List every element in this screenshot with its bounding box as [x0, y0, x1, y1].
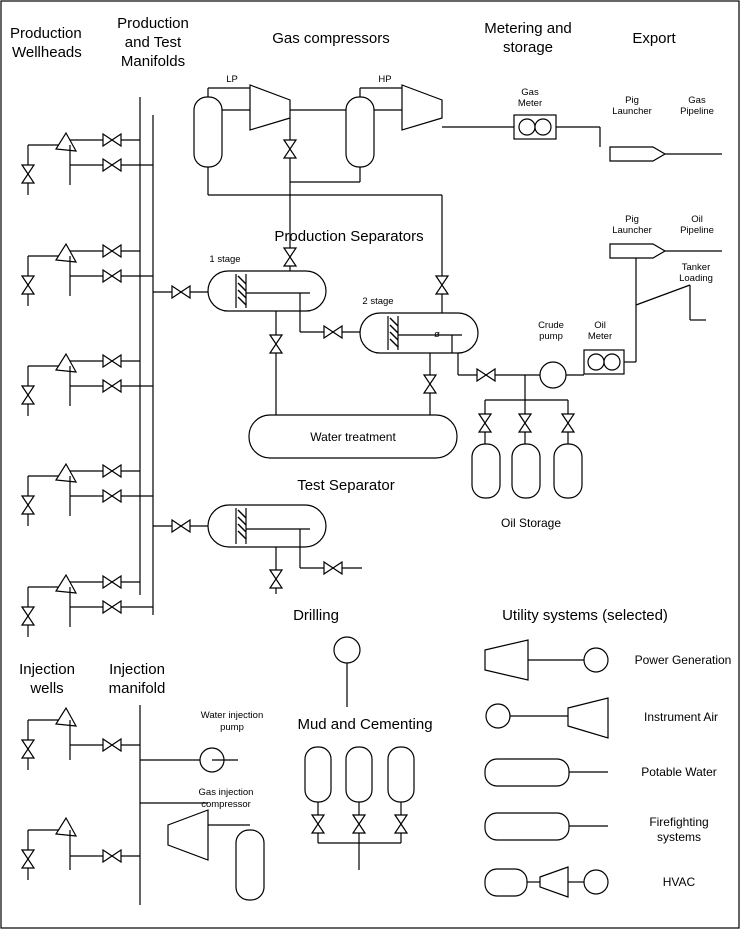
- mud-cementing-tanks: [304, 746, 415, 870]
- gas-meter-label-2: Meter: [518, 98, 542, 109]
- oil-pig-launcher: [609, 243, 722, 259]
- tanker-loading-label-1: Tanker: [682, 262, 711, 273]
- water-injection-pump-label-2: pump: [220, 722, 244, 733]
- drilling-pump: [333, 636, 361, 707]
- oil-pig-launcher-label-2: Launcher: [612, 225, 652, 236]
- header-drilling: Drilling: [293, 607, 339, 624]
- header-metering-2: storage: [503, 39, 553, 56]
- header-metering-1: Metering and: [484, 20, 572, 37]
- crude-pump-label-1: Crude: [538, 320, 564, 331]
- header-manifolds-2: and Test: [125, 34, 182, 51]
- stage-2-label: 2 stage: [362, 296, 393, 307]
- gas-pig-launcher-label-1: Pig: [625, 95, 639, 106]
- header-test-separator: Test Separator: [297, 477, 395, 494]
- lp-scrubber: [193, 96, 223, 168]
- tanker-loading-label-2: Loading: [679, 273, 713, 284]
- utility-firefighting-1: Firefighting: [649, 815, 708, 829]
- header-manifolds-3: Manifolds: [121, 53, 185, 70]
- potable-water-symbol: [484, 758, 608, 787]
- header-gas-compressors: Gas compressors: [272, 30, 390, 47]
- oil-meter-label-1: Oil: [594, 320, 606, 331]
- water-injection-pump: [140, 747, 238, 773]
- oil-pipeline-label-1: Oil: [691, 214, 703, 225]
- oil-meter: [583, 258, 637, 375]
- firefighting-symbol: [484, 812, 608, 841]
- oil-storage-label: Oil Storage: [501, 516, 561, 530]
- instrument-air-symbol: [485, 697, 609, 739]
- utility-instrument-air: Instrument Air: [644, 710, 718, 724]
- crude-pump: [539, 361, 584, 389]
- header-injection-wells-2: wells: [29, 680, 63, 697]
- gas-injection-compressor-label-2: compressor: [201, 799, 251, 810]
- test-separator-outlets: [269, 547, 362, 594]
- gas-injection-compressor: [140, 802, 265, 901]
- oil-meter-label-2: Meter: [588, 331, 612, 342]
- power-generation-symbol: [484, 639, 609, 681]
- hvac-symbol: [484, 866, 609, 898]
- tanker-loading-line: [635, 284, 706, 321]
- header-injection-manifold-1: Injection: [109, 661, 165, 678]
- stage-1-label: 1 stage: [209, 254, 240, 265]
- utility-potable-water: Potable Water: [641, 765, 717, 779]
- utility-hvac: HVAC: [663, 875, 696, 889]
- lp-label: LP: [226, 74, 238, 85]
- oil-pig-launcher-label-1: Pig: [625, 214, 639, 225]
- header-production-wellheads-2: Wellheads: [12, 44, 82, 61]
- header-utility-systems: Utility systems (selected): [502, 607, 668, 624]
- gas-pipeline-label-1: Gas: [688, 95, 706, 106]
- water-treatment: [248, 414, 458, 459]
- gas-compression-piping: [207, 87, 600, 313]
- oil-storage-tanks: [471, 443, 583, 499]
- injection-wellheads: [21, 707, 77, 881]
- header-production-separators: Production Separators: [274, 228, 423, 245]
- header-manifolds-1: Production: [117, 15, 189, 32]
- header-production-wellheads-1: Production: [10, 25, 82, 42]
- hp-compressor: [401, 84, 443, 131]
- gas-meter: [513, 114, 557, 140]
- header-injection-manifold-2: manifold: [109, 680, 166, 697]
- lp-compressor: [249, 84, 291, 131]
- header-export: Export: [632, 30, 676, 47]
- hp-scrubber: [345, 96, 375, 168]
- oil-pipeline-label-2: Pipeline: [680, 225, 714, 236]
- crude-pump-label-2: pump: [539, 331, 563, 342]
- water-injection-pump-label-1: Water injection: [201, 710, 263, 721]
- oil-storage-piping: [478, 375, 575, 444]
- production-wellheads: [21, 132, 77, 638]
- header-injection-wells-1: Injection: [19, 661, 75, 678]
- injection-branches: [70, 738, 140, 863]
- gas-pipeline-label-2: Pipeline: [680, 106, 714, 117]
- gas-meter-label-1: Gas: [521, 87, 539, 98]
- separator-stage-1: [207, 270, 327, 312]
- test-separator: [207, 504, 327, 548]
- separator-stage-2: [359, 312, 479, 354]
- water-treatment-label: Water treatment: [310, 430, 396, 444]
- gas-injection-compressor-label-1: Gas injection: [199, 787, 254, 798]
- header-mud-cementing: Mud and Cementing: [297, 716, 432, 733]
- manifold-branches: [70, 133, 153, 614]
- utility-power-generation: Power Generation: [635, 653, 732, 667]
- gas-pig-launcher: [609, 146, 722, 162]
- gas-pig-launcher-label-2: Launcher: [612, 106, 652, 117]
- hp-label: HP: [378, 74, 391, 85]
- utility-firefighting-2: systems: [657, 830, 701, 844]
- flow-symbol: ø: [434, 329, 440, 340]
